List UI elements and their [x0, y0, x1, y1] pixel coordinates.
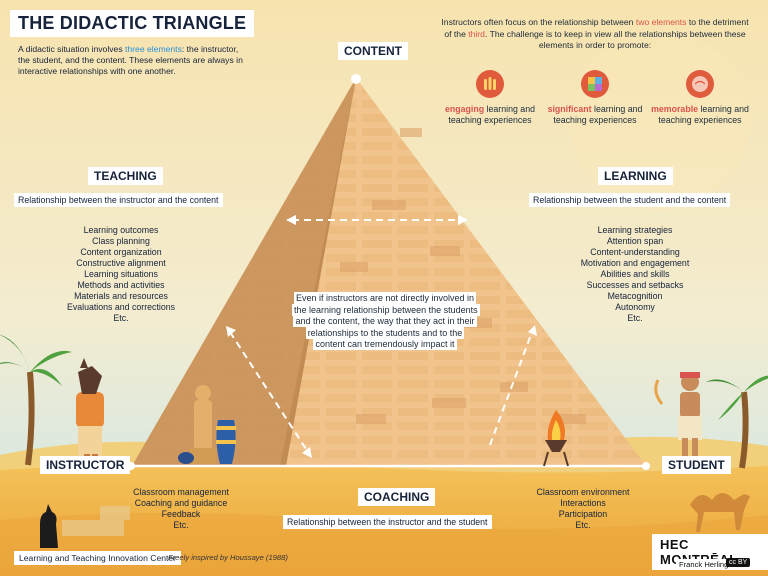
brain-icon — [686, 70, 714, 98]
footer-credit: Freely inspired by Houssaye (1988) — [168, 553, 288, 562]
challenge-part3: . The challenge is to keep in view all t… — [485, 29, 746, 51]
list-item: Learning situations — [46, 269, 196, 280]
challenge-hl1: two elements — [636, 17, 687, 27]
list-item: Feedback — [126, 509, 236, 520]
list-item: Constructive alignment — [46, 258, 196, 269]
coaching-left-list: Classroom management Coaching and guidan… — [126, 487, 236, 531]
learning-list: Learning strategies Attention span Conte… — [560, 225, 710, 324]
list-item: Etc. — [560, 313, 710, 324]
list-item: Successes and setbacks — [560, 280, 710, 291]
vertex-student: STUDENT — [662, 456, 731, 474]
list-item: Metacognition — [560, 291, 710, 302]
intro-highlight: three elements — [125, 44, 182, 54]
footer-author: Franck Herling — [676, 559, 731, 570]
list-item: Content organization — [46, 247, 196, 258]
goal-engaging-key: engaging — [445, 104, 484, 114]
challenge-hl2: third — [468, 29, 485, 39]
instructor-figure — [76, 358, 104, 466]
learning-label: LEARNING — [598, 167, 673, 185]
vertex-content: CONTENT — [338, 42, 408, 60]
goal-memorable-key: memorable — [651, 104, 698, 114]
page-title: THE DIDACTIC TRIANGLE — [10, 10, 254, 37]
list-item: Learning outcomes — [46, 225, 196, 236]
challenge-text: Instructors often focus on the relations… — [440, 17, 750, 52]
list-item: Coaching and guidance — [126, 498, 236, 509]
teaching-list: Learning outcomes Class planning Content… — [46, 225, 196, 324]
challenge-part1: Instructors often focus on the relations… — [441, 17, 635, 27]
puzzle-icon — [581, 70, 609, 98]
goal-significant-key: significant — [548, 104, 592, 114]
coaching-relationship: Relationship between the instructor and … — [283, 515, 492, 529]
footer-center-name: Learning and Teaching Innovation Center — [14, 551, 181, 565]
list-item: Etc. — [46, 313, 196, 324]
goal-significant: significant learning and teaching experi… — [545, 70, 645, 126]
list-item: Methods and activities — [46, 280, 196, 291]
coaching-right-list: Classroom environment Interactions Parti… — [528, 487, 638, 531]
list-item: Interactions — [528, 498, 638, 509]
intro-text: A didactic situation involves three elem… — [18, 44, 250, 77]
goal-memorable: memorable learning and teaching experien… — [650, 70, 750, 126]
center-note: Even if instructors are not directly inv… — [292, 293, 478, 351]
list-item: Classroom environment — [528, 487, 638, 498]
list-item: Autonomy — [560, 302, 710, 313]
list-item: Learning strategies — [560, 225, 710, 236]
coaching-label: COACHING — [358, 488, 435, 506]
vase — [216, 420, 236, 464]
list-item: Etc. — [528, 520, 638, 531]
stone-block — [62, 520, 124, 536]
list-item: Abilities and skills — [560, 269, 710, 280]
list-item: Content-understanding — [560, 247, 710, 258]
list-item: Participation — [528, 509, 638, 520]
intro-before: A didactic situation involves — [18, 44, 125, 54]
list-item: Class planning — [46, 236, 196, 247]
list-item: Attention span — [560, 236, 710, 247]
cc-license-icon: cc BY — [726, 558, 750, 567]
scarab — [178, 452, 194, 464]
content-vertex-dot — [351, 74, 361, 84]
teaching-label: TEACHING — [88, 167, 163, 185]
list-item: Classroom management — [126, 487, 236, 498]
list-item: Etc. — [126, 520, 236, 531]
list-item: Evaluations and corrections — [46, 302, 196, 313]
vertex-instructor: INSTRUCTOR — [40, 456, 130, 474]
list-item: Motivation and engagement — [560, 258, 710, 269]
student-vertex-dot — [642, 462, 650, 470]
goal-engaging: engaging learning and teaching experienc… — [440, 70, 540, 126]
hands-icon — [476, 70, 504, 98]
learning-relationship: Relationship between the student and the… — [529, 193, 730, 207]
center-note-text: Even if instructors are not directly inv… — [292, 292, 480, 350]
list-item: Materials and resources — [46, 291, 196, 302]
teaching-relationship: Relationship between the instructor and … — [14, 193, 223, 207]
